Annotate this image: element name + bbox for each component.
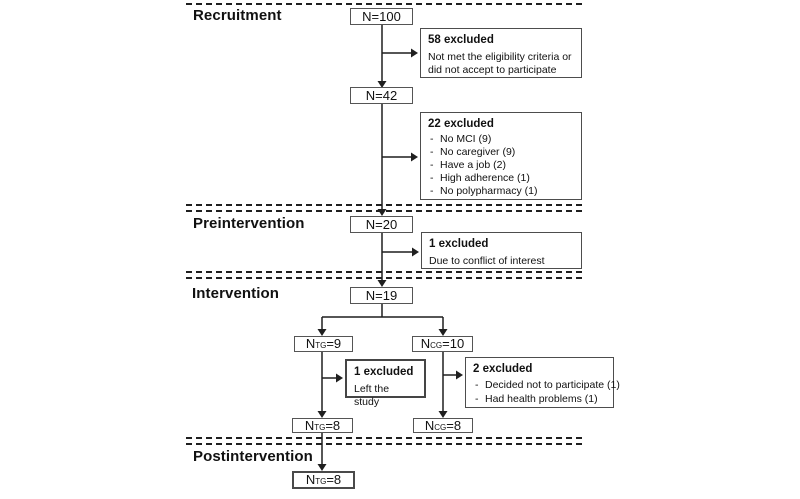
exclusion-item: -Have a job (2): [428, 159, 574, 172]
exclusion-item-text: Decided not to participate (1): [485, 379, 620, 391]
phase-separator-top: [186, 3, 584, 5]
exclusion-item: -Had health problems (1): [473, 392, 606, 406]
exclusion-title: 22 excluded: [428, 118, 494, 130]
group-count: =9: [326, 336, 342, 351]
group-label: N: [305, 472, 316, 487]
group-label: N: [305, 336, 316, 351]
bullet-dash: -: [430, 171, 434, 184]
exclusion-reason-list: -No MCI (9) -No caregiver (9) -Have a jo…: [428, 133, 574, 198]
exclusion-reason: Left the study: [354, 383, 390, 408]
phase-separator-postintervention-b: [186, 443, 584, 445]
group-count: =8: [326, 472, 342, 487]
group-label: N: [424, 417, 435, 433]
phase-label-recruitment: Recruitment: [193, 7, 282, 24]
bullet-dash: -: [430, 145, 434, 158]
group-count: =8: [446, 417, 462, 433]
exclusion-item: -No MCI (9): [428, 133, 574, 146]
exclusion-item-text: No polypharmacy (1): [440, 184, 538, 197]
exclusion-item: -No caregiver (9): [428, 146, 574, 159]
exclusion-box-1-preintervention: 1 excluded Due to conflict of interest: [421, 232, 582, 269]
box-n20: N=20: [350, 216, 413, 233]
exclusion-reason-list: -Decided not to participate (1) -Had hea…: [473, 378, 620, 406]
exclusion-reason: Due to conflict of interest: [429, 255, 545, 267]
phase-separator-postintervention-a: [186, 437, 584, 439]
exclusion-item: -Decided not to participate (1): [473, 378, 620, 392]
group-subscript: CG: [430, 341, 443, 350]
exclusion-item-text: No caregiver (9): [440, 145, 516, 158]
bullet-dash: -: [430, 158, 434, 171]
exclusion-reason: Not met the eligibility criteria or did …: [428, 51, 572, 76]
phase-separator-intervention-a: [186, 271, 584, 273]
phase-separator-preintervention-b: [186, 210, 584, 212]
exclusion-box-2-cg: 2 excluded -Decided not to participate (…: [465, 357, 620, 408]
exclusion-item: -High adherence (1): [428, 172, 574, 185]
exclusion-item-text: High adherence (1): [440, 171, 530, 184]
group-count: =8: [325, 417, 341, 433]
group-label: N: [420, 336, 431, 351]
exclusion-box-1-tg: 1 excluded Left the study: [345, 359, 426, 408]
exclusion-title: 58 excluded: [428, 34, 494, 46]
box-n42: N=42: [350, 87, 413, 104]
box-n100: N=100: [350, 8, 413, 25]
exclusion-title: 2 excluded: [473, 363, 533, 375]
group-subscript: CG: [434, 422, 447, 432]
bullet-dash: -: [430, 184, 434, 197]
exclusion-title: 1 excluded: [429, 238, 489, 250]
group-subscript: TG: [315, 341, 327, 350]
exclusion-item-text: Have a job (2): [440, 158, 506, 171]
group-subscript: TG: [314, 422, 326, 432]
phase-label-intervention: Intervention: [192, 285, 280, 302]
exclusion-box-22: 22 excluded -No MCI (9) -No caregiver (9…: [420, 112, 582, 200]
exclusion-item: -No polypharmacy (1): [428, 185, 574, 198]
phase-separator-intervention-b: [186, 277, 584, 279]
bullet-dash: -: [430, 133, 434, 145]
exclusion-title: 1 excluded: [354, 366, 414, 378]
exclusion-item-text: Had health problems (1): [485, 393, 598, 405]
phase-label-postintervention: Postintervention: [193, 448, 313, 465]
box-n19: N=19: [350, 287, 413, 304]
bullet-dash: -: [475, 393, 479, 405]
bullet-dash: -: [475, 379, 479, 391]
group-subscript: TG: [315, 477, 327, 486]
exclusion-box-58: 58 excluded Not met the eligibility crit…: [420, 28, 582, 78]
phase-separator-preintervention-a: [186, 204, 584, 206]
group-label: N: [304, 417, 315, 433]
group-count: =10: [442, 336, 465, 351]
phase-label-preintervention: Preintervention: [193, 215, 305, 232]
exclusion-item-text: No MCI (9): [440, 133, 492, 145]
